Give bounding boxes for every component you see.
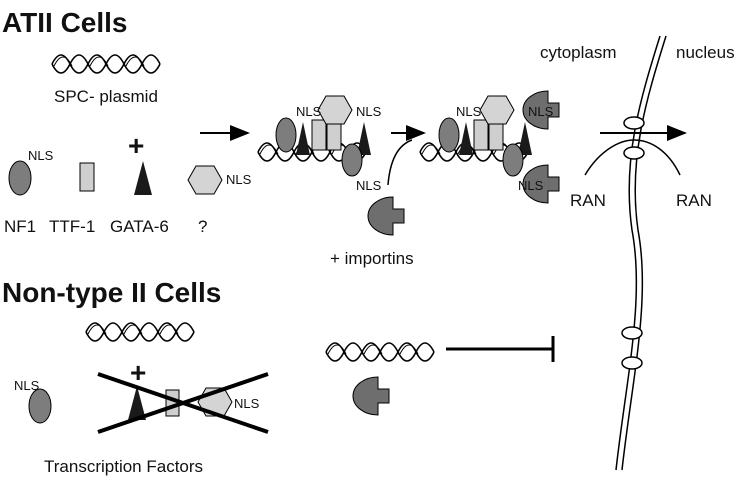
complex1-nls-bottom: NLS (356, 178, 382, 193)
ran-label-right: RAN (676, 191, 712, 210)
non-type-nf1-icon (28, 388, 52, 424)
ttf1-icon (79, 162, 95, 192)
complex-1 (257, 95, 371, 177)
unknown-factor-icon (187, 165, 223, 195)
complex2-nls-left: NLS (456, 104, 482, 119)
complex2-nls-bottom: NLS (518, 178, 544, 193)
spc-plasmid-label: SPC- plasmid (54, 87, 158, 106)
gata6-icon (134, 161, 152, 195)
nucleus-label: nucleus (676, 43, 735, 62)
nf1-label: NF1 (4, 217, 36, 236)
non-type-plasmid-helix-2 (325, 342, 435, 362)
ran-label-left: RAN (570, 191, 606, 210)
non-type-title: Non-type II Cells (2, 277, 221, 308)
arrow-to-imported-complex (387, 125, 426, 186)
importin-free (367, 196, 405, 236)
nuclear-membrane (615, 35, 667, 471)
plus-sign-non-type: + (130, 357, 146, 388)
cytoplasm-label: cytoplasm (540, 43, 617, 62)
unknown-label: ? (198, 217, 207, 236)
complex1-nls-right: NLS (356, 104, 382, 119)
atii-title: ATII Cells (2, 7, 128, 38)
import-arrow (584, 125, 687, 176)
non-type-plasmid-helix (85, 322, 195, 342)
plus-sign-atii: + (128, 130, 144, 161)
blocked-inhibition-line (446, 336, 555, 362)
nf1-icon (8, 160, 32, 196)
non-type-importin (352, 376, 390, 416)
non-type-nf1-nls: NLS (14, 378, 40, 393)
nf1-nls-label: NLS (28, 148, 54, 163)
complex-2 (419, 90, 560, 204)
transcription-factors-label: Transcription Factors (44, 457, 203, 476)
non-type-unknown-nls: NLS (234, 396, 260, 411)
spc-plasmid-helix (51, 54, 161, 74)
unknown-nls-label: NLS (226, 172, 252, 187)
gata6-label: GATA-6 (110, 217, 169, 236)
ttf1-label: TTF-1 (49, 217, 95, 236)
importins-label: + importins (330, 249, 414, 268)
complex2-nls-right: NLS (528, 104, 554, 119)
nuclear-pore-bottom (621, 326, 643, 370)
complex1-nls-left: NLS (296, 104, 322, 119)
nuclear-pore-top (623, 116, 645, 160)
cross-out-mark (97, 372, 269, 434)
